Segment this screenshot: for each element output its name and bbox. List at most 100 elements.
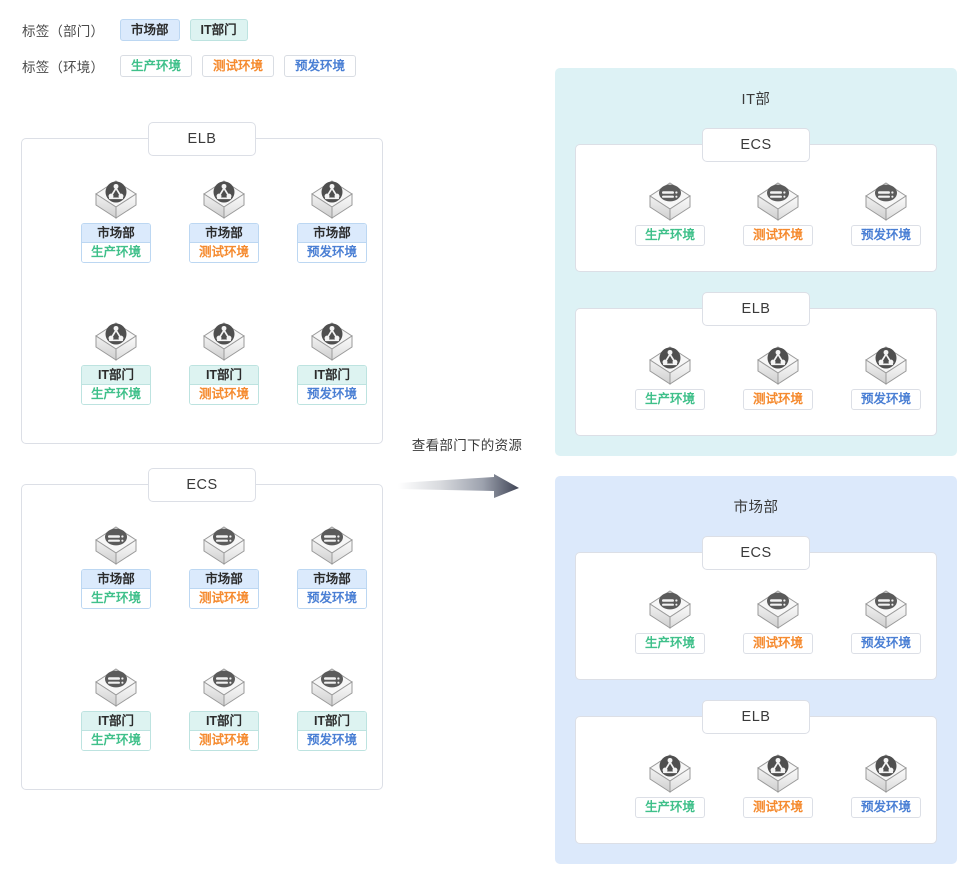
node-tag-environment: 测试环境 — [742, 389, 813, 410]
node-mkt-ecs-test[interactable]: 测试环境 — [730, 585, 826, 654]
elb-icon — [92, 175, 140, 223]
node-tags: 市场部 预发环境 — [296, 569, 367, 609]
legend-chips-environment: 生产环境 测试环境 预发环境 — [120, 55, 357, 77]
node-tag-department: IT部门 — [81, 712, 150, 731]
node-it-ecs-prod[interactable]: 生产环境 — [622, 177, 718, 246]
node-mkt-elb-prod[interactable]: 生产环境 — [622, 749, 718, 818]
node-tags: IT部门 测试环境 — [188, 365, 259, 405]
dept-panel-itbu-title: IT部 — [741, 92, 771, 108]
node-tag-environment: 测试环境 — [189, 243, 258, 262]
node-elb-it-prod[interactable]: IT部门 生产环境 — [68, 317, 164, 410]
right-shichangbu-group-elb: ELB 生产环境 — [575, 700, 937, 844]
legend-chip-production[interactable]: 生产环境 — [120, 55, 193, 77]
node-tag-environment: 生产环境 — [81, 589, 150, 608]
elb-icon — [754, 749, 802, 797]
node-mkt-elb-test[interactable]: 测试环境 — [730, 749, 826, 818]
left-group-ecs: ECS 市场部 生产环境 — [21, 468, 383, 790]
node-tag-environment: 测试环境 — [742, 225, 813, 246]
ecs-icon — [646, 177, 694, 225]
node-tag-environment: 生产环境 — [634, 389, 705, 410]
node-it-elb-pre[interactable]: 预发环境 — [838, 341, 934, 410]
node-ecs-mkt-test[interactable]: 市场部 测试环境 — [176, 521, 272, 614]
elb-icon — [200, 317, 248, 365]
legend-chip-shichangbu[interactable]: 市场部 — [120, 19, 180, 41]
node-it-elb-test[interactable]: 测试环境 — [730, 341, 826, 410]
node-elb-it-test[interactable]: IT部门 测试环境 — [176, 317, 272, 410]
node-tag-environment: 预发环境 — [297, 385, 366, 404]
legend-row-department: 标签（部门） 市场部 IT部门 — [22, 19, 248, 41]
node-tag-department: 市场部 — [81, 570, 150, 589]
node-mkt-ecs-prod[interactable]: 生产环境 — [622, 585, 718, 654]
legend-row-environment: 标签（环境） 生产环境 测试环境 预发环境 — [22, 55, 357, 77]
dept-panel-itbu: IT部 ECS 生产环境 — [555, 68, 957, 456]
dept-panel-shichangbu: 市场部 ECS 生产环境 — [555, 476, 957, 864]
node-elb-mkt-pre[interactable]: 市场部 预发环境 — [284, 175, 380, 268]
node-tag-environment: 生产环境 — [634, 633, 705, 654]
node-tag-department: 市场部 — [81, 224, 150, 243]
elb-icon — [646, 341, 694, 389]
right-shichangbu-group-ecs-title: ECS — [702, 536, 810, 570]
node-tag-environment: 生产环境 — [81, 385, 150, 404]
legend-chip-test[interactable]: 测试环境 — [202, 55, 275, 77]
node-tag-environment: 测试环境 — [742, 633, 813, 654]
node-elb-mkt-prod[interactable]: 市场部 生产环境 — [68, 175, 164, 268]
node-tag-department: 市场部 — [189, 224, 258, 243]
ecs-icon — [646, 585, 694, 633]
node-tags: IT部门 生产环境 — [80, 711, 151, 751]
node-tag-environment: 生产环境 — [634, 225, 705, 246]
node-tag-environment: 预发环境 — [297, 731, 366, 750]
ecs-icon — [862, 585, 910, 633]
node-tags: IT部门 预发环境 — [296, 711, 367, 751]
right-itbu-group-ecs: ECS 生产环境 — [575, 128, 937, 272]
node-tag-environment: 预发环境 — [850, 633, 921, 654]
node-tag-environment: 生产环境 — [634, 797, 705, 818]
ecs-icon — [200, 521, 248, 569]
ecs-icon — [200, 663, 248, 711]
node-elb-mkt-test[interactable]: 市场部 测试环境 — [176, 175, 272, 268]
node-tag-department: IT部门 — [297, 712, 366, 731]
node-tags: 市场部 测试环境 — [188, 569, 259, 609]
node-tags: IT部门 预发环境 — [296, 365, 367, 405]
node-tags: 市场部 生产环境 — [80, 223, 151, 263]
ecs-icon — [308, 663, 356, 711]
elb-icon — [754, 341, 802, 389]
right-itbu-group-elb-title: ELB — [702, 292, 810, 326]
node-tag-department: 市场部 — [297, 570, 366, 589]
node-tag-environment: 预发环境 — [297, 243, 366, 262]
node-tag-environment: 测试环境 — [189, 589, 258, 608]
left-group-ecs-title: ECS — [148, 468, 256, 502]
node-tag-environment: 测试环境 — [189, 731, 258, 750]
ecs-icon — [754, 177, 802, 225]
ecs-icon — [308, 521, 356, 569]
elb-icon — [646, 749, 694, 797]
node-mkt-ecs-pre[interactable]: 预发环境 — [838, 585, 934, 654]
elb-icon — [200, 175, 248, 223]
node-tag-environment: 预发环境 — [850, 389, 921, 410]
node-ecs-mkt-prod[interactable]: 市场部 生产环境 — [68, 521, 164, 614]
node-it-elb-prod[interactable]: 生产环境 — [622, 341, 718, 410]
legend-chip-prerelease[interactable]: 预发环境 — [284, 55, 357, 77]
left-group-elb-title: ELB — [148, 122, 256, 156]
node-tags: 市场部 生产环境 — [80, 569, 151, 609]
node-tag-department: IT部门 — [297, 366, 366, 385]
node-ecs-it-prod[interactable]: IT部门 生产环境 — [68, 663, 164, 756]
transition-arrow-block: 查看部门下的资源 — [398, 434, 538, 502]
node-tag-environment: 测试环境 — [189, 385, 258, 404]
node-tag-environment: 预发环境 — [297, 589, 366, 608]
elb-icon — [862, 341, 910, 389]
node-elb-it-pre[interactable]: IT部门 预发环境 — [284, 317, 380, 410]
node-mkt-elb-pre[interactable]: 预发环境 — [838, 749, 934, 818]
node-it-ecs-test[interactable]: 测试环境 — [730, 177, 826, 246]
node-ecs-it-pre[interactable]: IT部门 预发环境 — [284, 663, 380, 756]
node-ecs-mkt-pre[interactable]: 市场部 预发环境 — [284, 521, 380, 614]
right-itbu-group-ecs-title: ECS — [702, 128, 810, 162]
node-it-ecs-pre[interactable]: 预发环境 — [838, 177, 934, 246]
node-ecs-it-test[interactable]: IT部门 测试环境 — [176, 663, 272, 756]
legend-chip-itbumen[interactable]: IT部门 — [189, 19, 248, 41]
node-tags: 市场部 预发环境 — [296, 223, 367, 263]
ecs-icon — [92, 663, 140, 711]
node-tags: IT部门 测试环境 — [188, 711, 259, 751]
legend-chips-department: 市场部 IT部门 — [120, 19, 248, 41]
arrow-caption: 查看部门下的资源 — [411, 438, 523, 453]
